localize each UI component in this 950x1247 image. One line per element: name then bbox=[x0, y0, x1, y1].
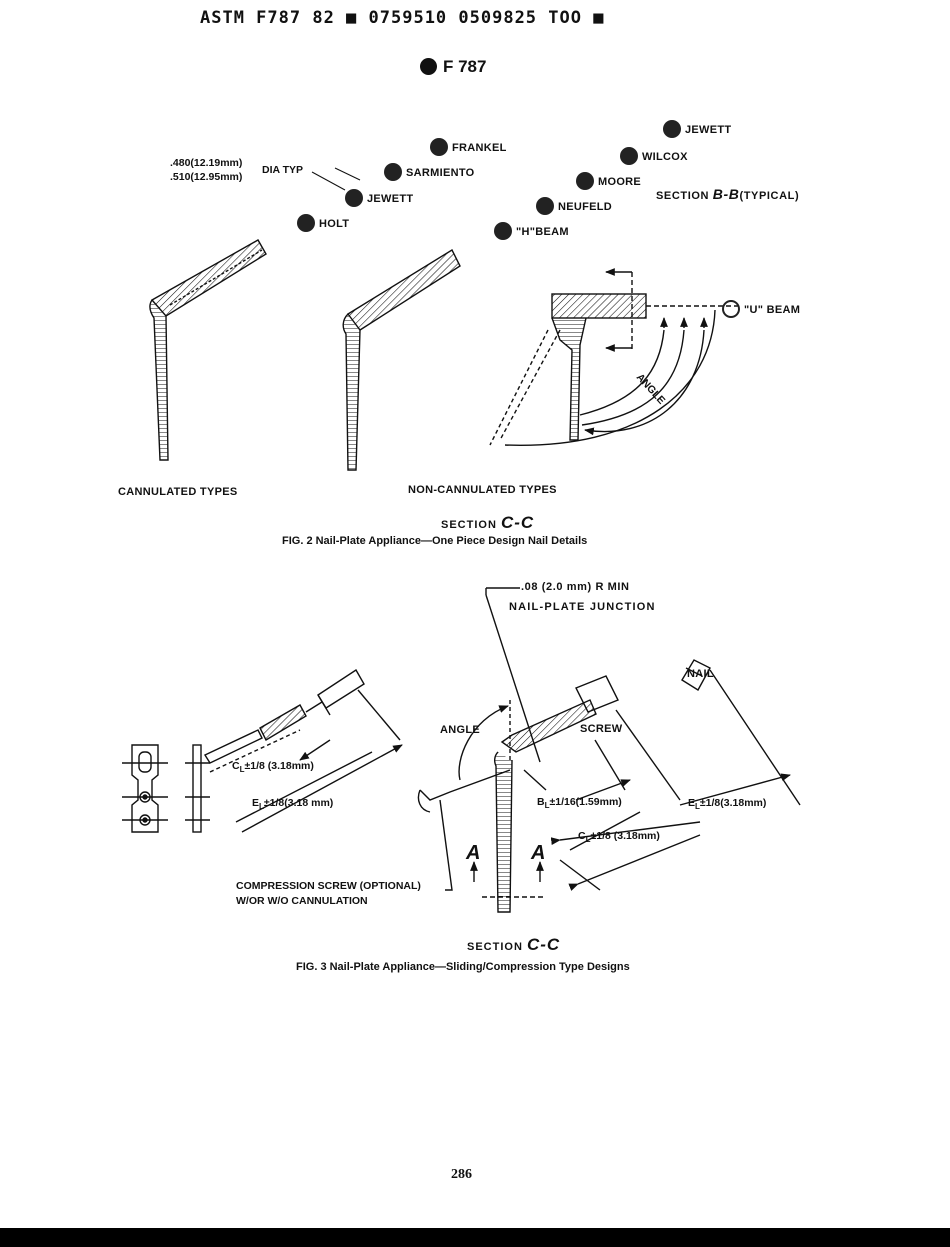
standard-number-text: F 787 bbox=[443, 57, 487, 76]
fig2-caption: FIG. 2 Nail-Plate Appliance—One Piece De… bbox=[282, 535, 588, 547]
cannulated-nail-plate bbox=[149, 239, 267, 461]
dia-typ-label: DIA TYP bbox=[262, 164, 304, 176]
holt-logo-icon bbox=[297, 214, 315, 232]
dia-line2: .510(12.95mm) bbox=[170, 171, 243, 183]
c-left-dimension: CL±1/8 (3.18mm) bbox=[232, 760, 314, 775]
frankel-label: FRANKEL bbox=[452, 142, 507, 154]
holt-label: HOLT bbox=[319, 218, 350, 230]
wilcox-logo-icon bbox=[620, 147, 638, 165]
scan-bottom-border bbox=[0, 1228, 950, 1247]
logo-jewett-right: JEWETT bbox=[663, 120, 731, 138]
frankel-logo-icon bbox=[430, 138, 448, 156]
sarmiento-logo-icon bbox=[384, 163, 402, 181]
radius-label: .08 (2.0 mm) R MIN bbox=[521, 581, 630, 593]
nail-label: NAIL bbox=[687, 668, 714, 680]
screw-label: SCREW bbox=[580, 723, 623, 735]
b-right-dimension: BL±1/16(1.59mm) bbox=[537, 796, 622, 811]
logo-wilcox: WILCOX bbox=[620, 147, 688, 165]
non-cannulated-types-label: NON-CANNULATED TYPES bbox=[408, 484, 557, 496]
logo-u-beam: "U" BEAM bbox=[722, 300, 800, 318]
logo-sarmiento: SARMIENTO bbox=[384, 163, 475, 181]
fig3-caption: FIG. 3 Nail-Plate Appliance—Sliding/Comp… bbox=[296, 961, 630, 973]
e-right-dimension: EL±1/8(3.18mm) bbox=[688, 797, 767, 812]
page-number: 286 bbox=[451, 1167, 472, 1182]
section-a-right: A bbox=[531, 842, 546, 864]
non-cannulated-nail-plate bbox=[342, 249, 461, 471]
c-right-dimension: CL±1/8 (3.18mm) bbox=[578, 830, 660, 845]
junction-label: NAIL-PLATE JUNCTION bbox=[509, 601, 656, 613]
u-beam-logo-icon bbox=[722, 300, 740, 318]
moore-label: MOORE bbox=[598, 176, 642, 188]
neufeld-label: NEUFELD bbox=[558, 201, 613, 213]
logo-h-beam: "H"BEAM bbox=[494, 222, 569, 240]
angle-label-fig3: ANGLE bbox=[440, 724, 480, 736]
cannulation-label: W/OR W/O CANNULATION bbox=[236, 895, 368, 907]
dia-line1: .480(12.19mm) bbox=[170, 157, 243, 169]
jewett-right-label: JEWETT bbox=[685, 124, 732, 136]
wilcox-label: WILCOX bbox=[642, 151, 688, 163]
e-left-dimension: EL±1/8(3.18 mm) bbox=[252, 797, 334, 812]
section-cc-fig2: SECTION C-C bbox=[441, 513, 535, 532]
fig2-leaders bbox=[311, 167, 361, 191]
u-beam-label: "U" BEAM bbox=[744, 304, 801, 316]
neufeld-logo-icon bbox=[536, 197, 554, 215]
logo-frankel: FRANKEL bbox=[430, 138, 507, 156]
jewett-left-label: JEWETT bbox=[367, 193, 414, 205]
logo-neufeld: NEUFELD bbox=[536, 197, 612, 215]
jewett-right-logo-icon bbox=[663, 120, 681, 138]
section-a-left: A bbox=[466, 842, 481, 864]
logo-holt: HOLT bbox=[297, 214, 349, 232]
section-cc-fig3: SECTION C-C bbox=[467, 935, 561, 954]
logo-jewett-left: JEWETT bbox=[345, 189, 413, 207]
logo-moore: MOORE bbox=[576, 172, 641, 190]
sarmiento-label: SARMIENTO bbox=[406, 167, 475, 179]
beam-section bbox=[489, 268, 740, 446]
section-bb-label: SECTION B-B(TYPICAL) bbox=[656, 186, 800, 202]
jewett-logo-icon bbox=[345, 189, 363, 207]
document-code: ASTM F787 82 ■ 0759510 0509825 TOO ■ bbox=[200, 8, 605, 28]
compression-plate bbox=[417, 587, 801, 913]
astm-logo-icon bbox=[420, 58, 437, 75]
moore-logo-icon bbox=[576, 172, 594, 190]
compression-screw-label: COMPRESSION SCREW (OPTIONAL) bbox=[236, 880, 421, 892]
plate-side-views bbox=[122, 744, 210, 833]
cannulated-types-label: CANNULATED TYPES bbox=[118, 486, 238, 498]
sliding-nail-assembly bbox=[203, 669, 403, 833]
h-beam-logo-icon bbox=[494, 222, 512, 240]
standard-number: F 787 bbox=[420, 58, 486, 75]
h-beam-label: "H"BEAM bbox=[516, 226, 569, 238]
